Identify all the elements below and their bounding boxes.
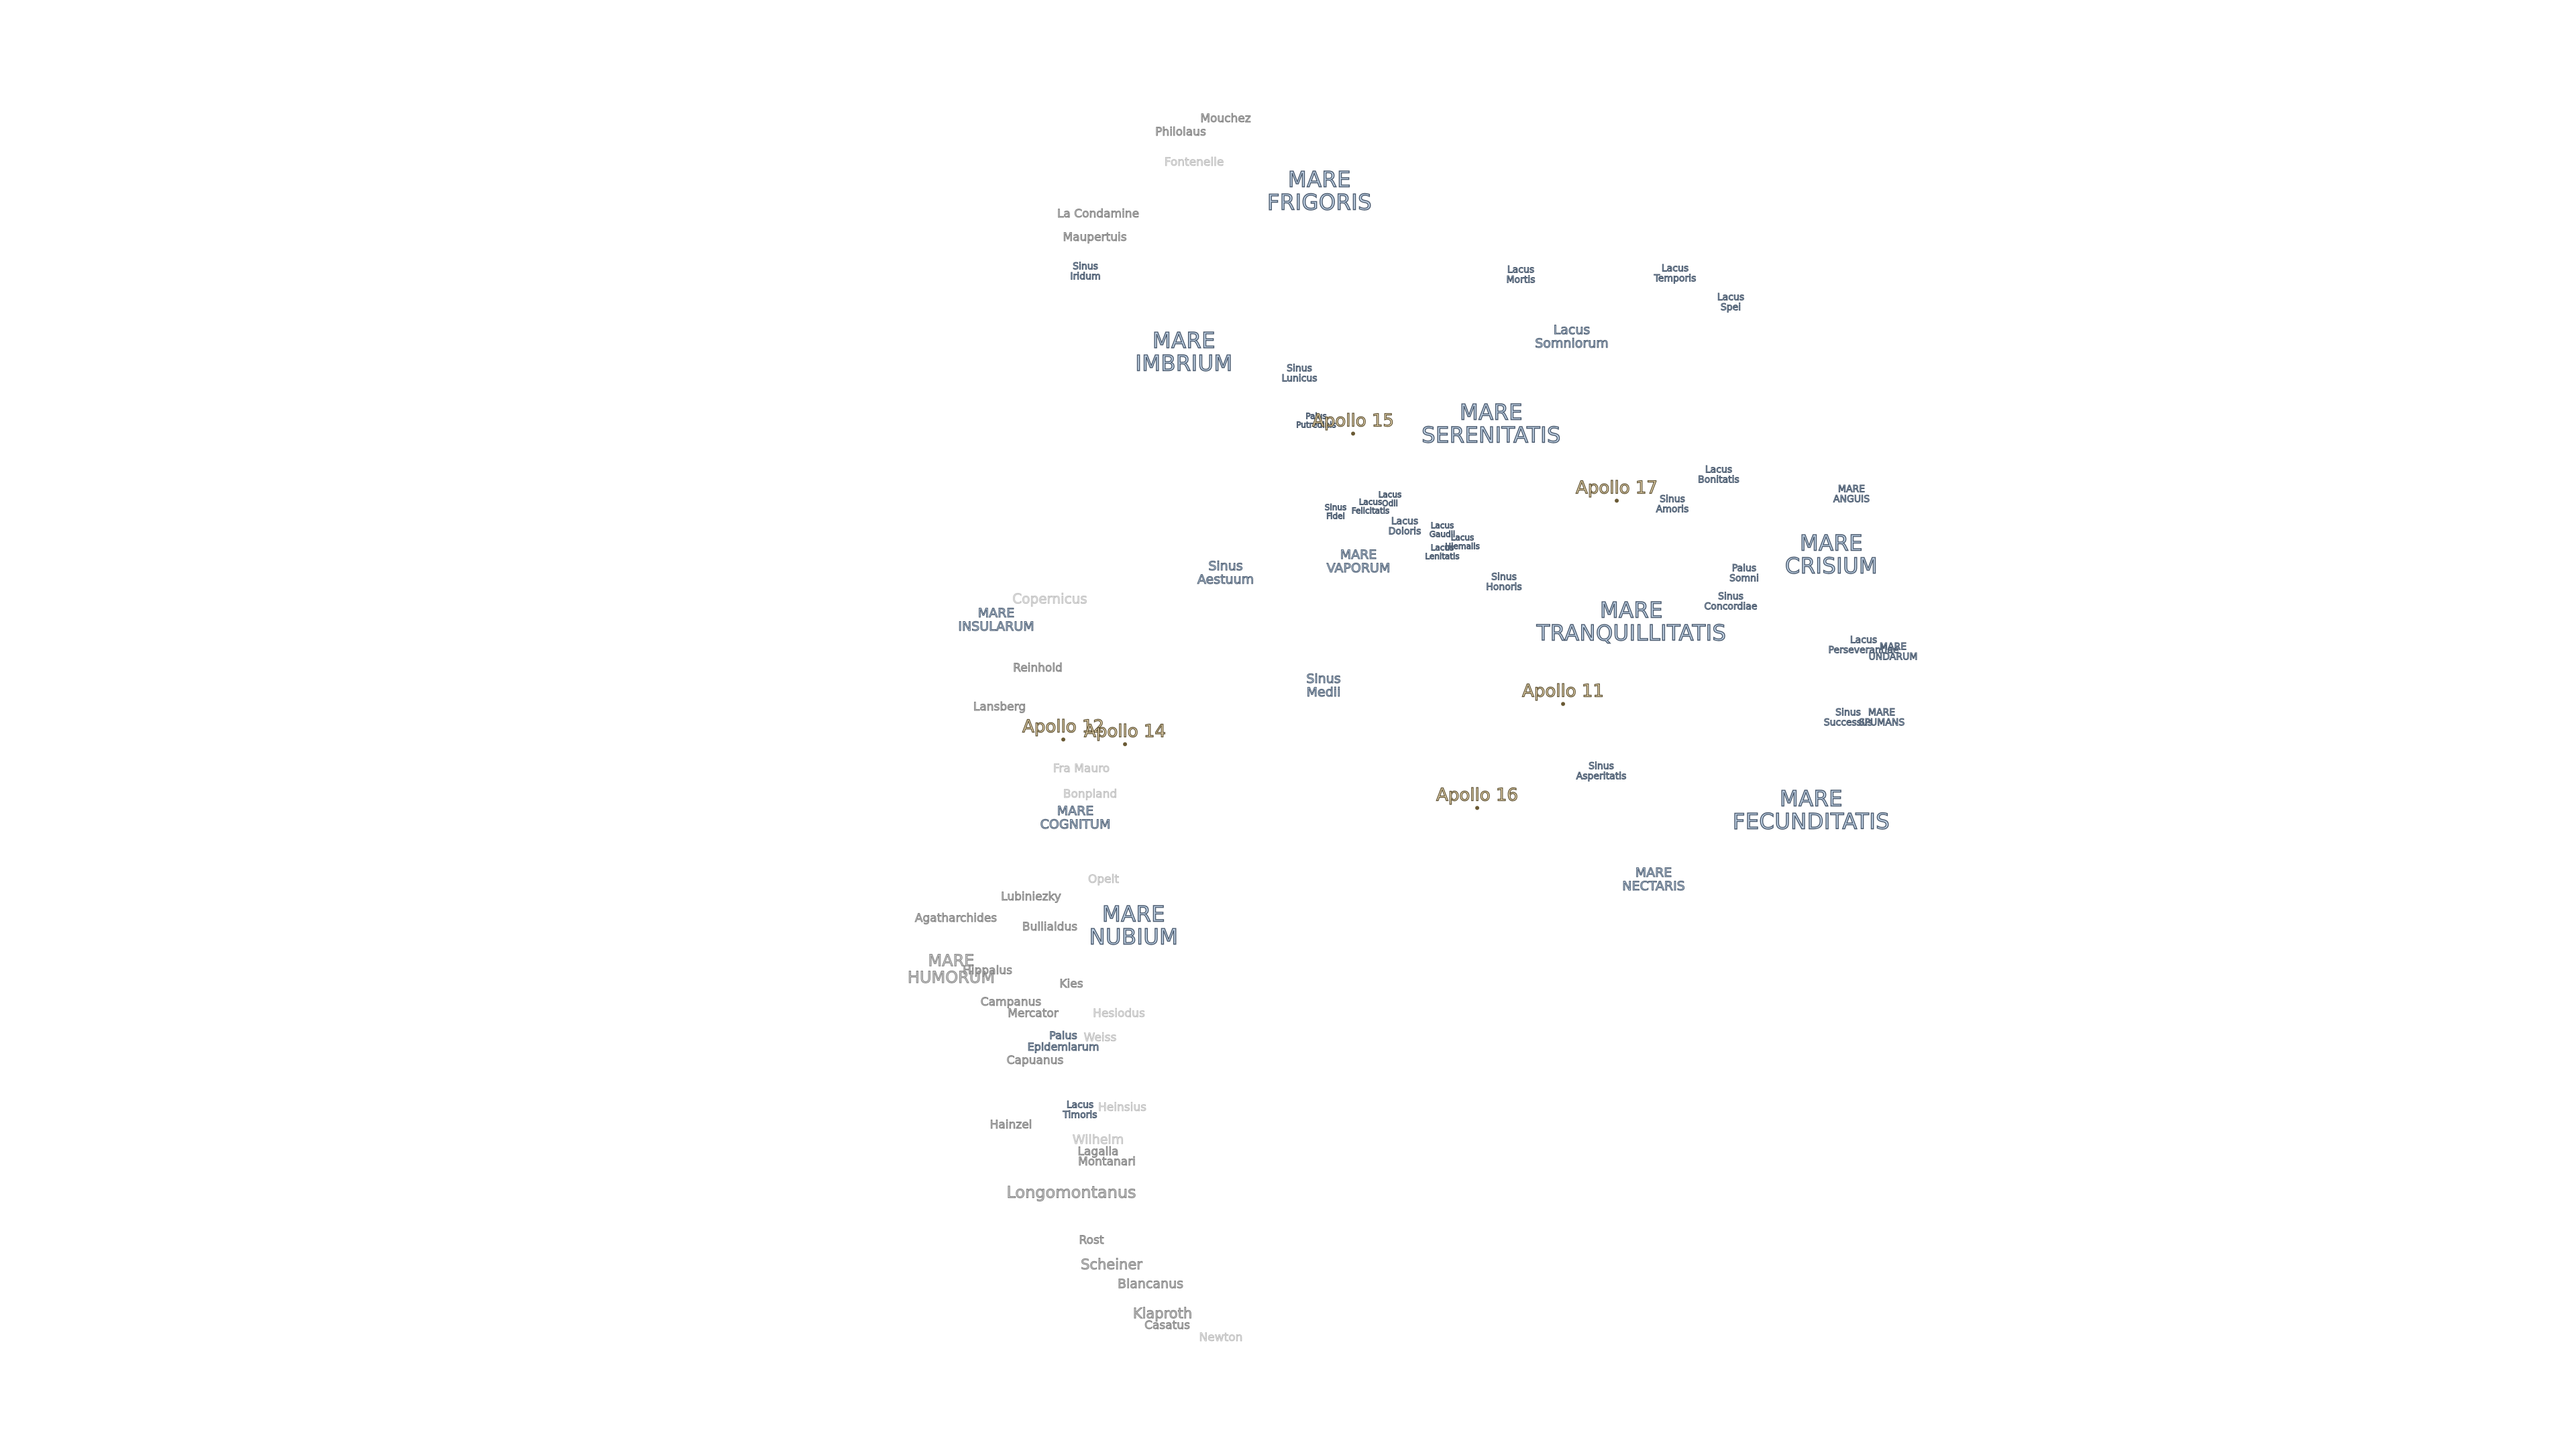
crater-fontenelle-label: Fontenelle [1164, 156, 1224, 170]
crater-longomontanus-label: Longomontanus [1006, 1183, 1136, 1202]
apollo-15-label: Apollo 15 [1311, 411, 1394, 431]
mare-humorum-label: MARE HUMORUM [907, 951, 996, 987]
palus-putredinis-label: Palus Putredinis [1296, 411, 1337, 429]
apollo-11-label: Apollo 11 [1521, 681, 1604, 702]
apollo-16-label: Apollo 16 [1436, 785, 1518, 806]
crater-maupertuis-label: Maupertuis [1063, 231, 1127, 245]
mare-frigoris-label: MARE FRIGORIS [1267, 166, 1373, 215]
apollo-17-marker[interactable]: Apollo 17 [1575, 478, 1658, 503]
crater-mouchez-label: Mouchez [1200, 112, 1251, 126]
lacus-lenitatis-label: Lacus Lenitatis [1425, 543, 1460, 561]
sinus-asperitatis-label: Sinus Asperitatis [1576, 761, 1627, 782]
sinus-honoris-label: Sinus Honoris [1486, 572, 1522, 592]
crater-bonpland-label: Bonpland [1063, 788, 1118, 802]
mare-cognitum-label: MARE COGNITUM [1040, 804, 1111, 832]
landing-site-dot-icon [1061, 737, 1065, 742]
landing-site-dot-icon [1351, 431, 1355, 436]
crater-lubiniezky-label: Lubiniezky [1001, 890, 1062, 904]
mare-anguis-label: MARE ANGUIS [1833, 484, 1870, 504]
mare-vaporum-label: MARE VAPORUM [1326, 547, 1391, 576]
crater-rost-label: Rost [1079, 1234, 1104, 1248]
crater-fra-mauro-label: Fra Mauro [1053, 762, 1110, 776]
landing-site-dot-icon [1475, 806, 1479, 810]
sinus-medii-label: Sinus Medii [1306, 672, 1341, 700]
crater-hesiodus-label: Hesiodus [1093, 1007, 1145, 1021]
crater-opelt-label: Opelt [1087, 873, 1120, 887]
mare-imbrium-label: MARE IMBRIUM [1135, 327, 1233, 376]
mare-tranquillitatis-label: MARE TRANQUILLITATIS [1536, 597, 1727, 645]
lacus-gaudii-label: Lacus Gaudii [1429, 521, 1456, 539]
lacus-somniorum-label: Lacus Somniorum [1535, 323, 1609, 351]
crater-la-condamine-label: La Condamine [1057, 207, 1140, 221]
crater-newton-label: Newton [1199, 1331, 1243, 1345]
crater-lansberg-label: Lansberg [973, 700, 1026, 714]
crater-copernicus-label: Copernicus [1012, 590, 1087, 607]
apollo-12-marker[interactable]: Apollo 12 [1022, 716, 1105, 742]
landing-site-dot-icon [1561, 702, 1565, 706]
sinus-fidei-label: Sinus Fidei [1324, 502, 1347, 521]
landing-site-dot-icon [1123, 742, 1127, 747]
crater-agatharchides-label: Agatharchides [914, 912, 998, 926]
apollo-17-label: Apollo 17 [1575, 478, 1658, 498]
apollo-16-marker[interactable]: Apollo 16 [1436, 785, 1519, 810]
sinus-aestuum-label: Sinus Aestuum [1197, 559, 1254, 587]
mare-nectaris-label: MARE NECTARIS [1622, 865, 1685, 894]
crater-philolaus-label: Philolaus [1155, 125, 1207, 140]
crater-hainzel-label: Hainzel [989, 1118, 1032, 1132]
crater-lagalla-label: Lagalla [1077, 1145, 1119, 1159]
sinus-lunicus-label: Sinus Lunicus [1281, 363, 1318, 384]
mare-serenitatis-label: MARE SERENITATIS [1421, 399, 1561, 447]
crater-montanari-label: Montanari [1078, 1155, 1136, 1169]
apollo-15-marker[interactable]: Apollo 15 [1311, 411, 1395, 436]
lacus-felicitatis-label: Lacus Felicitatis [1351, 497, 1390, 515]
apollo-14-marker[interactable]: Apollo 14 [1083, 721, 1167, 747]
crater-casatus-label: Casatus [1144, 1319, 1191, 1333]
landing-site-dot-icon [1615, 498, 1619, 503]
mare-undarum-label: MARE UNDARUM [1868, 641, 1918, 662]
lacus-odii-label: Lacus Odii [1378, 490, 1402, 508]
crater-wilhelm-label: Wilhelm [1072, 1132, 1124, 1148]
apollo-11-marker[interactable]: Apollo 11 [1521, 681, 1605, 706]
sinus-successus-label: Sinus Successus [1823, 707, 1873, 728]
lacus-perseverantiae-label: Lacus Perseverantiae [1828, 635, 1899, 655]
crater-heinsius-label: Heinsius [1098, 1101, 1147, 1115]
mare-spumans-label: MARE SPUMANS [1858, 707, 1905, 728]
mare-crisium-label: MARE CRISIUM [1784, 530, 1878, 578]
apollo-14-label: Apollo 14 [1083, 721, 1166, 742]
crater-weiss-label: Weiss [1083, 1031, 1117, 1045]
crater-campanus-label: Campanus [980, 996, 1042, 1010]
crater-kies-label: Kies [1059, 977, 1083, 991]
mare-fecunditatis-label: MARE FECUNDITATIS [1732, 786, 1890, 834]
lacus-hiemalis-label: Lacus Hiemalis [1445, 533, 1481, 551]
lacus-bonitatis-label: Lacus Bonitatis [1698, 464, 1740, 485]
crater-hippalus-label: Hippalus [963, 964, 1013, 978]
palus-epidemiarum-label: Palus Epidemiarum [1027, 1029, 1099, 1053]
mare-insularum-label: MARE INSULARUM [958, 606, 1034, 634]
sinus-amoris-label: Sinus Amoris [1656, 494, 1689, 515]
lacus-temporis-label: Lacus Temporis [1654, 263, 1697, 284]
crater-blancanus-label: Blancanus [1117, 1277, 1184, 1292]
lacus-timoris-label: Lacus Timoris [1063, 1099, 1097, 1120]
sinus-iridum-label: Sinus Iridum [1070, 261, 1101, 282]
crater-capuanus-label: Capuanus [1006, 1054, 1064, 1068]
palus-somni-label: Palus Somni [1729, 563, 1760, 584]
sinus-concordiae-label: Sinus Concordiae [1704, 591, 1758, 612]
crater-bullialdus-label: Bullialdus [1022, 920, 1078, 934]
crater-klaproth-label: Klaproth [1132, 1305, 1193, 1322]
apollo-12-label: Apollo 12 [1022, 716, 1104, 737]
lacus-mortis-label: Lacus Mortis [1506, 264, 1536, 285]
lacus-spei-label: Lacus Spei [1717, 292, 1745, 313]
crater-reinhold-label: Reinhold [1013, 661, 1063, 676]
lacus-doloris-label: Lacus Doloris [1388, 516, 1421, 537]
mare-nubium-label: MARE NUBIUM [1089, 901, 1179, 949]
crater-scheiner-label: Scheiner [1081, 1256, 1143, 1273]
crater-mercator-label: Mercator [1008, 1007, 1059, 1021]
